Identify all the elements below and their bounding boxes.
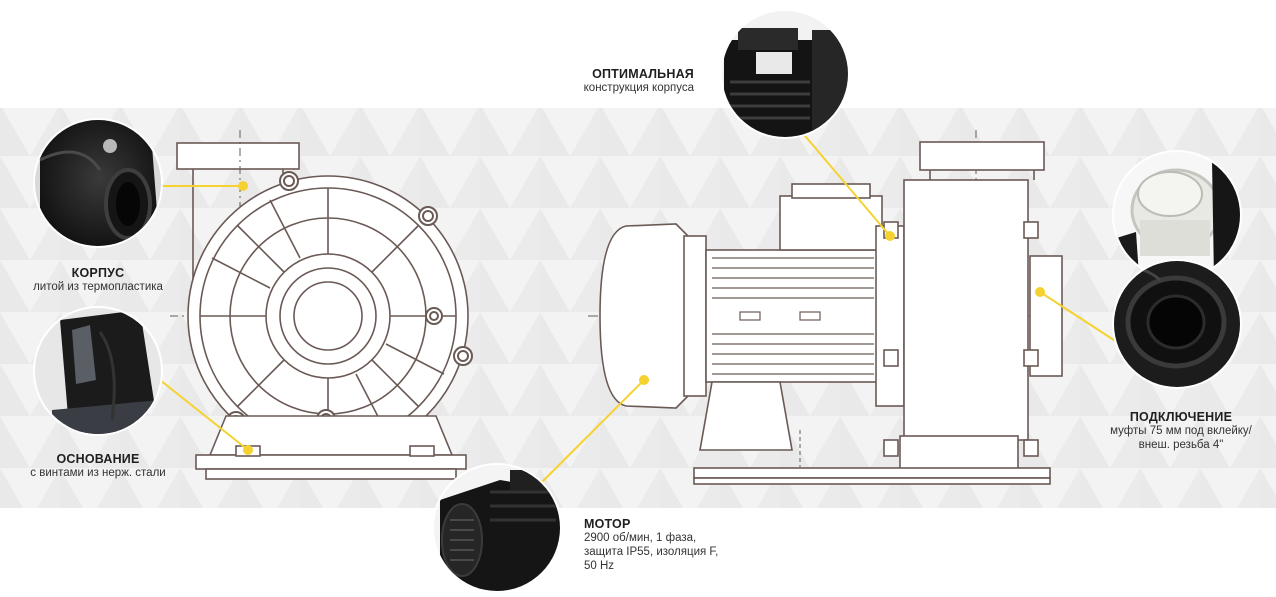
- connection-desc-line1: муфты 75 мм под вклейку/: [1110, 425, 1252, 437]
- motor-title: МОТОР: [584, 517, 631, 531]
- connection-port-photo: [1112, 259, 1242, 389]
- motor-desc-line1: 2900 об/мин, 1 фаза,: [584, 532, 697, 544]
- motor-desc-line2: защита IP55, изоляция F,: [584, 546, 719, 558]
- callout-dots: [238, 181, 1045, 455]
- connection-title: ПОДКЛЮЧЕНИЕ: [1129, 410, 1233, 424]
- base-title: ОСНОВАНИЕ: [56, 452, 140, 466]
- design-photo: [720, 9, 850, 139]
- housing-photo: [33, 118, 163, 248]
- motor-photo: [432, 463, 562, 593]
- side-view-drawing: [588, 130, 1063, 485]
- base-desc: с винтами из нерж. стали: [30, 467, 166, 479]
- connection-callout: ПОДКЛЮЧЕНИЕ муфты 75 мм под вклейку/ вне…: [1090, 410, 1272, 452]
- design-desc: конструкция корпуса: [583, 82, 694, 94]
- base-callout: ОСНОВАНИЕ с винтами из нерж. стали: [10, 452, 186, 480]
- connection-desc-line2: внеш. резьба 4": [1138, 439, 1224, 451]
- motor-desc-line3: 50 Hz: [584, 560, 615, 572]
- housing-desc: литой из термопластика: [33, 281, 163, 293]
- design-callout: ОПТИМАЛЬНАЯ конструкция корпуса: [500, 67, 694, 95]
- connection-fitting-photo: [1112, 150, 1242, 280]
- motor-callout: МОТОР 2900 об/мин, 1 фаза, защита IP55, …: [584, 517, 784, 573]
- callout-lines: [159, 129, 1121, 485]
- front-view-drawing: [170, 130, 473, 480]
- design-title: ОПТИМАЛЬНАЯ: [592, 67, 694, 81]
- housing-callout: КОРПУС литой из термопластика: [10, 266, 186, 294]
- housing-title: КОРПУС: [71, 266, 125, 280]
